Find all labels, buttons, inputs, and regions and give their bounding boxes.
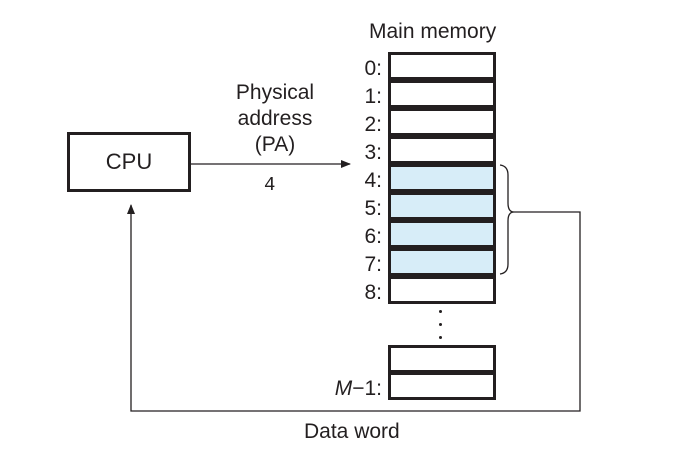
cpu-box: CPU — [67, 132, 191, 192]
memory-cell-3 — [388, 136, 496, 164]
address-label-4: 4: — [364, 169, 382, 192]
address-label-2: 2: — [364, 113, 382, 136]
physical-address-value: 4 — [264, 174, 276, 196]
memory-cell-last — [388, 372, 496, 400]
address-label-1: 1: — [364, 85, 382, 108]
main-memory-title: Main memory — [369, 20, 497, 43]
memory-cell-0 — [388, 52, 496, 80]
address-label-m-minus-1: M−1: — [320, 377, 382, 401]
memory-cell-8 — [388, 276, 496, 304]
ellipsis-dot — [439, 336, 442, 339]
ellipsis-dot — [439, 323, 442, 326]
pa-label-line-3: (PA) — [254, 133, 296, 156]
memory-cell-6 — [388, 220, 496, 248]
memory-cell-1 — [388, 80, 496, 108]
address-label-6: 6: — [364, 225, 382, 248]
memory-cell-penultimate — [388, 345, 496, 373]
address-label-3: 3: — [364, 141, 382, 164]
memory-cell-7 — [388, 248, 496, 276]
data-word-path — [127, 204, 581, 412]
address-label-0: 0: — [364, 57, 382, 80]
memory-cell-2 — [388, 108, 496, 136]
data-word-label: Data word — [304, 420, 400, 443]
ellipsis — [436, 306, 446, 342]
address-label-5: 5: — [364, 197, 382, 220]
physical-address-label: Physical address (PA) — [215, 80, 335, 158]
ellipsis-dot — [439, 310, 442, 313]
pa-label-line-2: address — [237, 107, 313, 130]
memory-cell-5 — [388, 192, 496, 220]
cpu-label: CPU — [105, 149, 153, 174]
brace-icon — [499, 164, 515, 275]
pa-label-line-1: Physical — [235, 81, 315, 104]
memory-cell-4 — [388, 164, 496, 192]
minus-one-suffix: −1: — [352, 377, 382, 400]
address-label-8: 8: — [364, 281, 382, 304]
m-variable: M — [334, 377, 353, 400]
address-label-7: 7: — [364, 253, 382, 276]
